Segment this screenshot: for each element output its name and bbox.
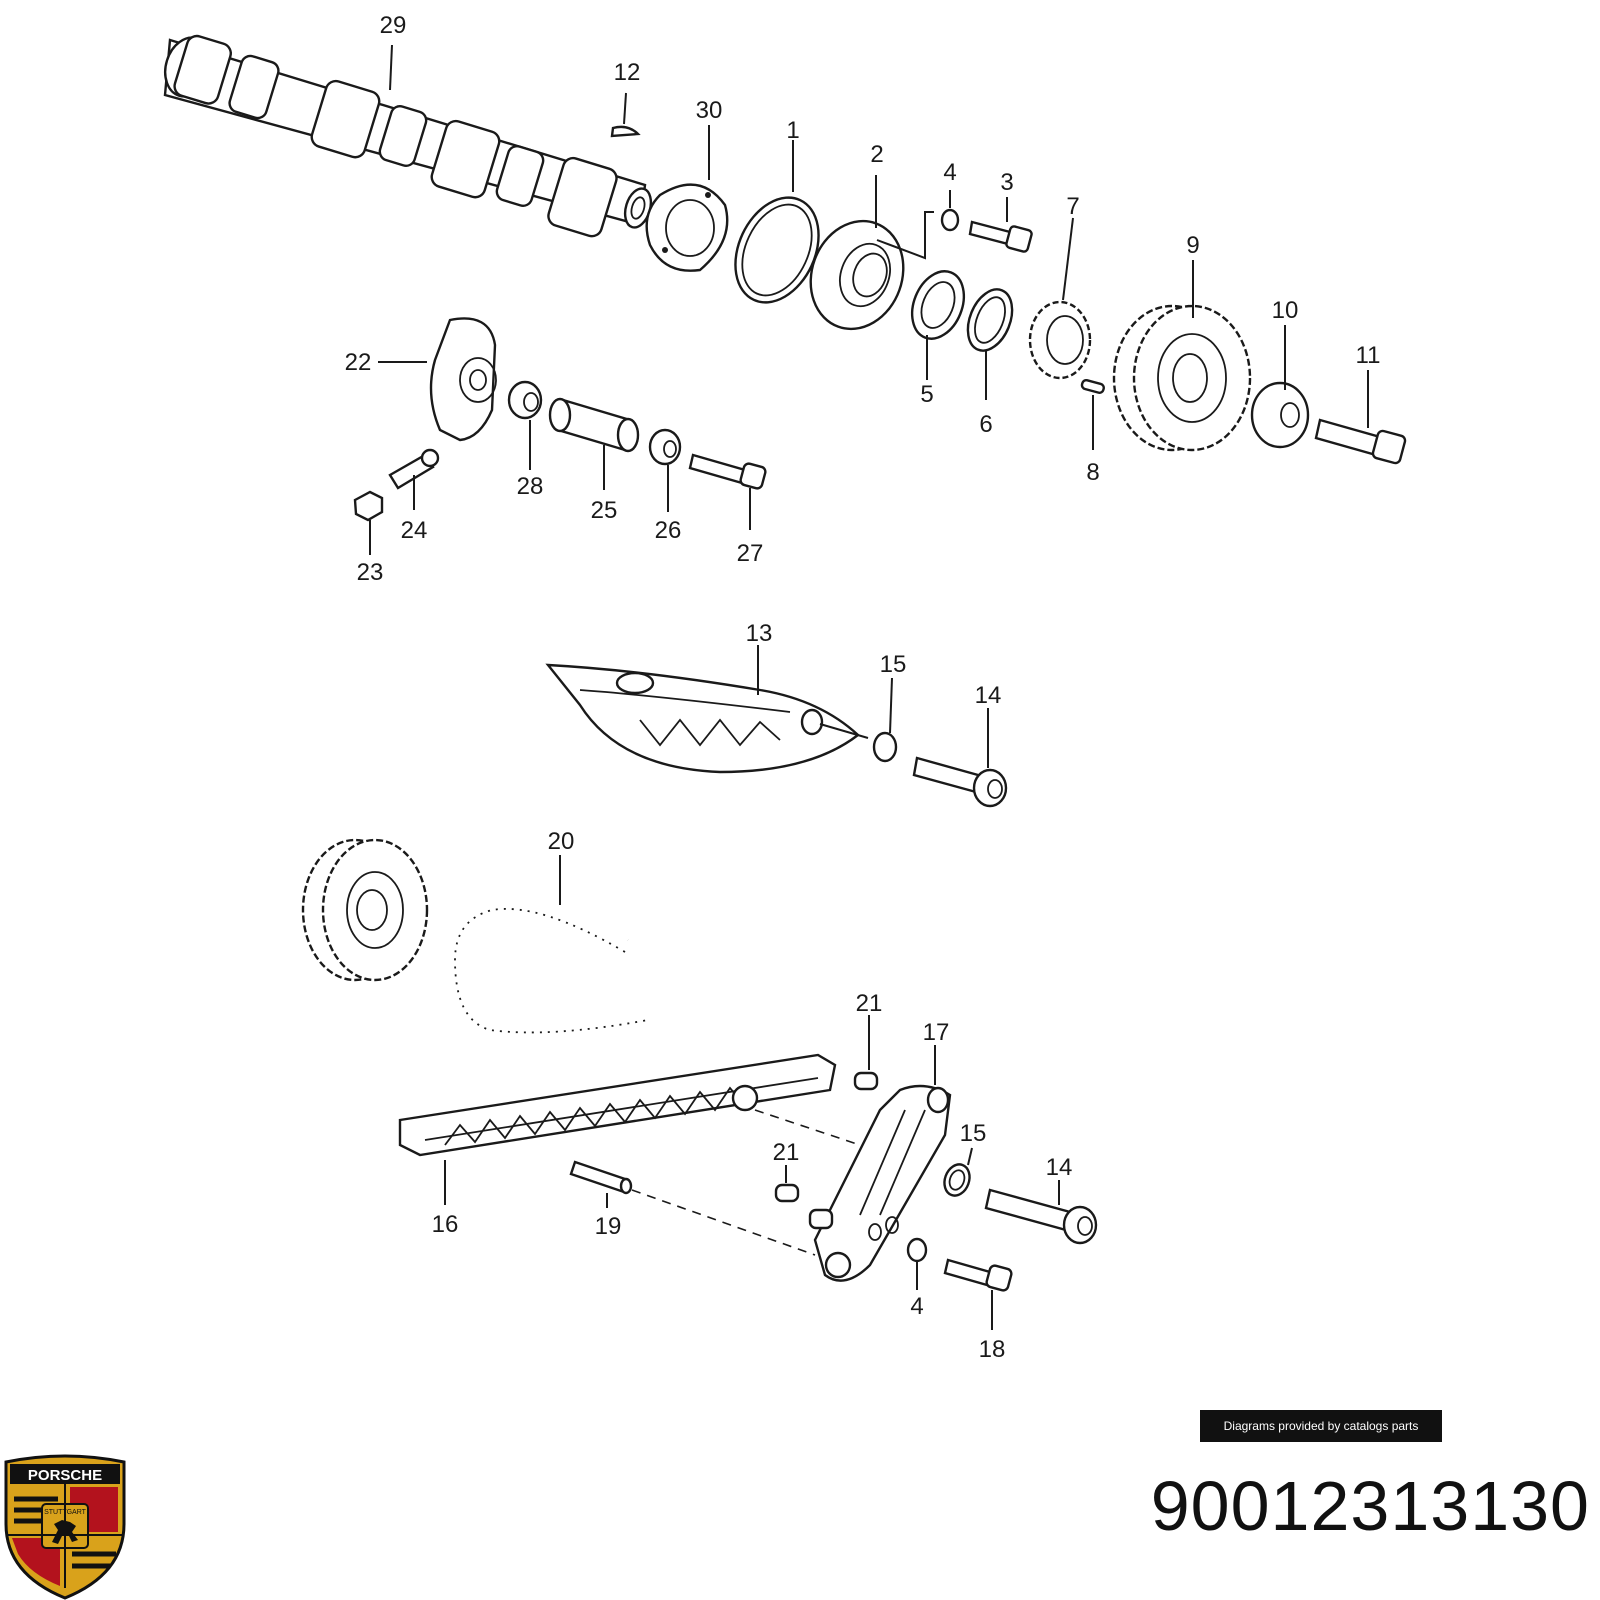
callout-12: 12 [614, 59, 641, 86]
callout-26: 26 [655, 517, 682, 544]
callout-5: 5 [920, 381, 933, 408]
callout-4: 4 [943, 159, 956, 186]
callout-labels: 29 12 30 1 2 4 3 7 9 10 11 22 5 6 8 28 2… [345, 12, 1381, 1363]
callout-25: 25 [591, 497, 618, 524]
shaft-seal-part [910, 270, 966, 340]
lock-nut-part [353, 490, 384, 522]
callout-14-upper: 14 [975, 682, 1002, 709]
assembly-line-rail [754, 1109, 861, 1146]
callout-19: 19 [595, 1213, 622, 1240]
crest-wordmark: PORSCHE [28, 1467, 102, 1484]
crankshaft-sprocket-part [301, 838, 429, 982]
callout-7: 7 [1066, 193, 1079, 220]
part-number: 90012313130 [1150, 1467, 1590, 1545]
callout-17: 17 [923, 1019, 950, 1046]
pivot-pin-lower-part [984, 1188, 1098, 1245]
camshaft-part [163, 34, 653, 238]
callout-13: 13 [746, 620, 773, 647]
callout-15-lower: 15 [960, 1120, 987, 1147]
sprocket-bolt-part [1314, 418, 1407, 465]
assembly-line-rod [631, 1189, 816, 1256]
washer-small-lower-part [906, 1237, 928, 1263]
callout-8: 8 [1086, 459, 1099, 486]
callout-6: 6 [979, 411, 992, 438]
pivot-pin-upper-part [912, 756, 1008, 808]
rocker-arm-part [429, 317, 497, 442]
callout-4-lower: 4 [910, 1293, 923, 1320]
washer-lower-part [943, 1163, 971, 1197]
guide-rod-part [569, 1160, 633, 1195]
rocker-shaft-part [548, 397, 640, 453]
callout-16: 16 [432, 1211, 459, 1238]
tensioner-bolt-part [943, 1258, 1013, 1292]
rocker-bolt-part [688, 453, 767, 490]
callout-9: 9 [1186, 232, 1199, 259]
leader-lines [369, 44, 1369, 1330]
adjusting-screw-part [388, 448, 440, 490]
chain-guide-rail-part [398, 1053, 837, 1157]
guide-pin-upper-part [853, 1071, 879, 1091]
bolt-part [968, 220, 1033, 253]
callout-28: 28 [517, 473, 544, 500]
callout-24: 24 [401, 517, 428, 544]
callout-23: 23 [357, 559, 384, 586]
callout-15-upper: 15 [880, 651, 907, 678]
callout-18: 18 [979, 1336, 1006, 1363]
dowel-pin-part [1080, 378, 1105, 394]
guide-pin-lower-part [774, 1183, 800, 1203]
callout-10: 10 [1272, 297, 1299, 324]
o-ring-part [734, 196, 820, 304]
chain-tensioner-rail-part [545, 663, 860, 774]
bushing-part [507, 380, 543, 420]
washer-part [940, 208, 960, 232]
timing-chain-part [436, 891, 651, 1047]
woodruff-key-part [610, 125, 641, 138]
washer-upper-part [872, 731, 898, 763]
callout-2: 2 [870, 141, 883, 168]
callout-11: 11 [1356, 342, 1381, 369]
small-sprocket-part [1028, 300, 1092, 380]
callout-22: 22 [345, 349, 372, 376]
shaft-bushing-part [648, 428, 682, 466]
callout-27: 27 [737, 540, 764, 567]
camshaft-sprocket-part [1112, 304, 1252, 452]
callout-30: 30 [696, 97, 723, 124]
callout-1: 1 [786, 117, 799, 144]
tensioner-arm-part [808, 1084, 952, 1282]
spacer-ring-part [966, 288, 1014, 352]
callout-20: 20 [548, 828, 575, 855]
callout-3: 3 [1000, 169, 1013, 196]
thrust-washer-part [1250, 381, 1310, 449]
gasket-part [645, 183, 729, 272]
callout-21-upper: 21 [856, 990, 883, 1017]
callout-14-lower: 14 [1046, 1154, 1073, 1181]
callout-29: 29 [380, 12, 407, 39]
callout-21-lower: 21 [773, 1139, 800, 1166]
diagram-credit-banner: Diagrams provided by catalogs parts [1200, 1410, 1442, 1442]
porsche-crest-logo: PORSCHE STUTTGART [4, 1454, 126, 1600]
